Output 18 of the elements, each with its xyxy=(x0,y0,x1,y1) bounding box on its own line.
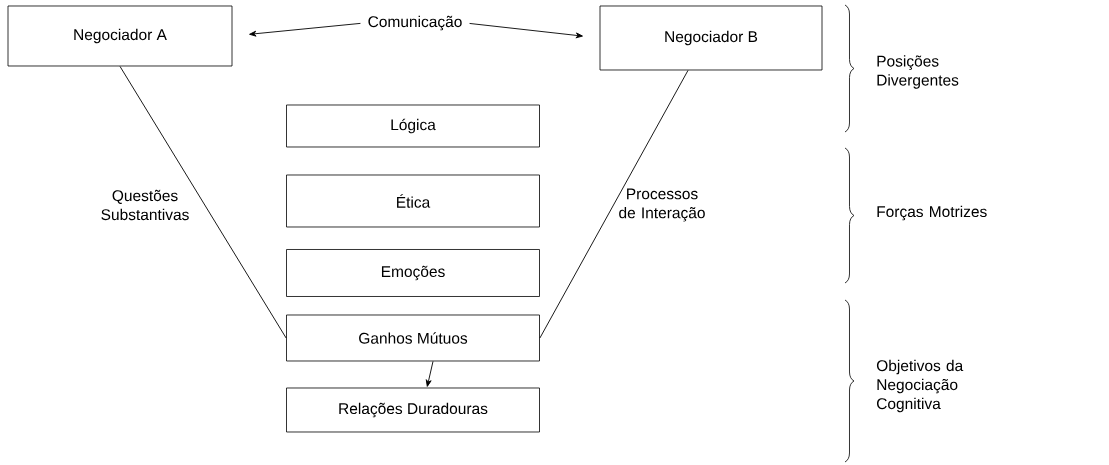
process-box: Emoções xyxy=(286,249,540,297)
connector-line xyxy=(539,69,689,339)
process-box: Lógica xyxy=(286,104,540,148)
process-box: Relações Duradouras xyxy=(286,387,540,433)
process-box: Ética xyxy=(286,174,540,228)
process-box: Negociador A xyxy=(7,5,233,67)
brace-label: Posições Divergentes xyxy=(877,55,959,89)
brace-label: Objetivos da Negociação Cognitiva xyxy=(876,359,964,413)
edge-label: Questões Substantivas xyxy=(101,189,189,221)
arrow xyxy=(469,23,583,39)
node-text: Comunicação xyxy=(368,15,462,31)
arrow xyxy=(249,22,361,37)
brace-label: Forças Motrizes xyxy=(877,205,987,221)
connector-line xyxy=(119,65,287,339)
arrow xyxy=(425,360,434,387)
process-box: Negociador B xyxy=(599,5,823,71)
edge-label: Processos de Interação xyxy=(619,188,705,222)
process-box: Ganhos Mútuos xyxy=(286,314,540,362)
